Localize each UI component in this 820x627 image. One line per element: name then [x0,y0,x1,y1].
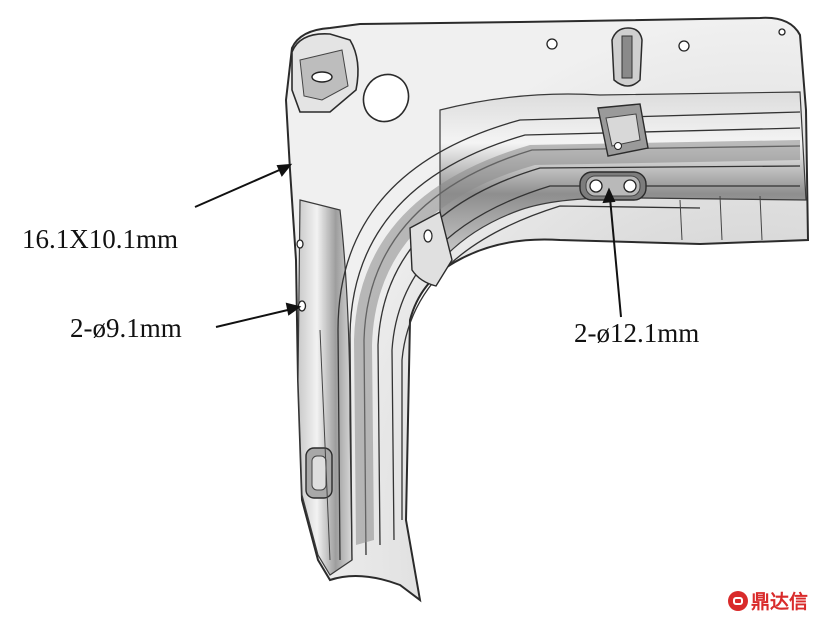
arrow-slot [194,167,285,208]
pillar-slot [305,447,333,499]
leader-arrows [194,163,622,328]
large-holes-label: 2-ø12.1mm [574,318,700,348]
corner-tab [409,210,453,287]
arrow-small-hole [215,308,293,328]
flange-holes [546,28,786,52]
arrow-small-hole-head [285,302,302,316]
large-hole-pair [579,171,647,201]
arrow-large-hole-head [602,187,616,204]
rail-bracket [597,103,649,157]
rail-detail-lines [319,195,763,561]
watermark: 鼎达信 [727,587,808,614]
corner-bracket [291,33,359,113]
slot-size-label: 16.1X10.1mm [22,224,179,254]
corner-opening [362,73,410,123]
watermark-text: 鼎达信 [750,591,808,613]
arrow-slot-head [276,163,293,177]
watermark-logo-icon [727,590,748,611]
small-holes-label: 2-ø9.1mm [70,313,182,343]
keyhole-feature [611,27,643,87]
arrow-large-hole [609,197,622,318]
